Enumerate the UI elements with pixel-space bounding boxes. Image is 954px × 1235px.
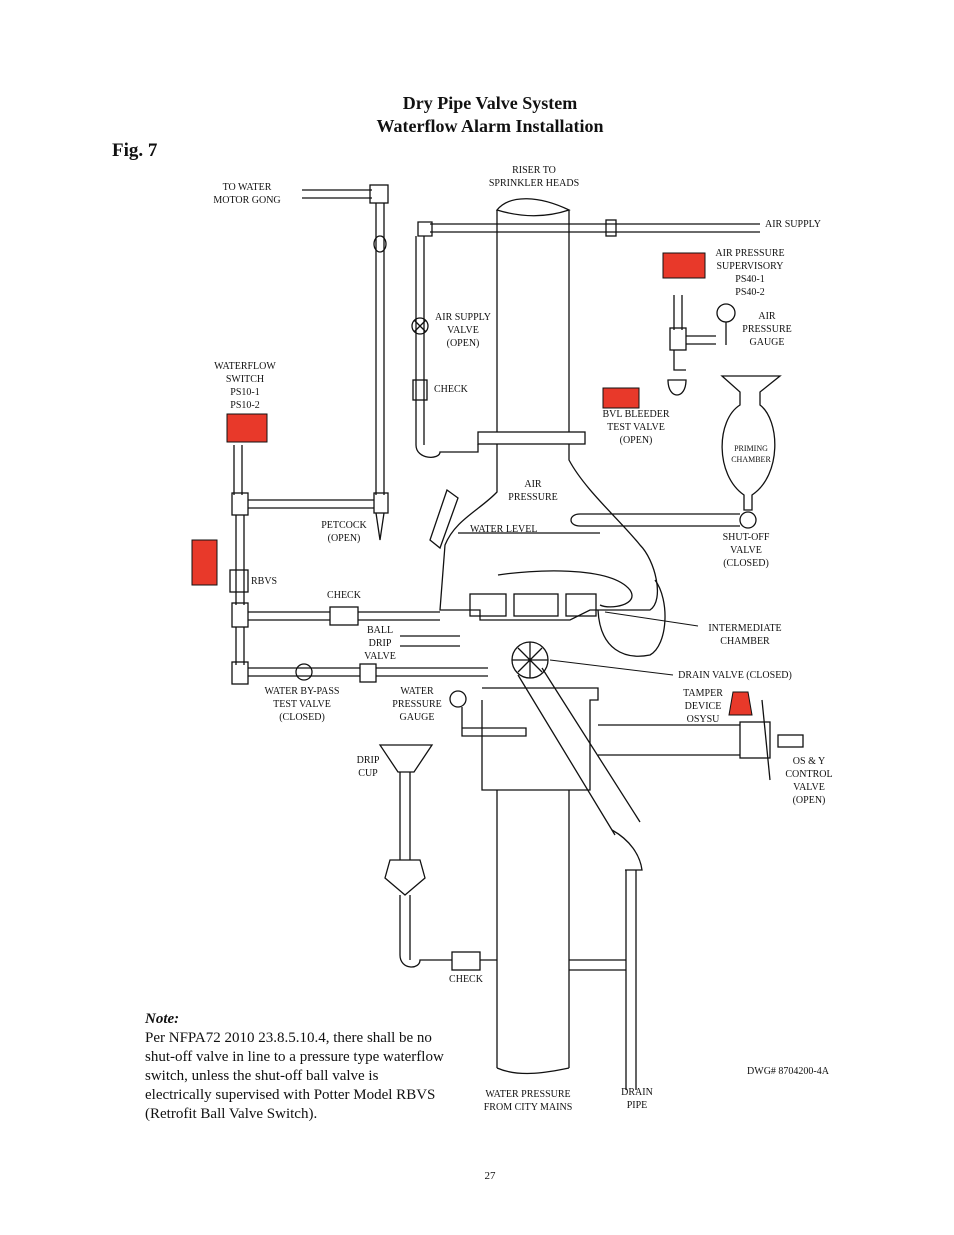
note-body: Per NFPA72 2010 23.8.5.10.4, there shall… xyxy=(145,1030,444,1122)
tamper-device-icon xyxy=(728,691,753,716)
check-mid-icon xyxy=(329,606,359,626)
label-check-mid: CHECK xyxy=(327,590,361,601)
shutoff-valve-icon xyxy=(739,511,757,529)
label-ball-drip-valve: BALL DRIP VALVE xyxy=(364,625,396,662)
bvl-bleeder-valve-icon xyxy=(602,387,640,409)
label-water-bypass: WATER BY-PASS TEST VALVE (CLOSED) xyxy=(264,686,340,723)
title-line-1: Dry Pipe Valve System xyxy=(402,93,578,113)
label-bvl-bleeder: BVL BLEEDER TEST VALVE (OPEN) xyxy=(602,409,670,446)
air-pressure-supervisory-icon xyxy=(662,252,706,279)
check-upper-icon xyxy=(412,379,428,401)
riser-pipe xyxy=(496,210,570,432)
label-shutoff-valve: SHUT-OFF VALVE (CLOSED) xyxy=(722,532,770,569)
intermediate-chamber xyxy=(597,579,666,657)
label-drain-pipe: DRAIN PIPE xyxy=(621,1087,653,1111)
osy-handwheel xyxy=(761,699,771,781)
label-water-pressure-gauge: WATER PRESSURE GAUGE xyxy=(392,686,442,723)
label-air-pressure: AIR PRESSURE xyxy=(508,479,558,503)
label-drip-cup: DRIP CUP xyxy=(356,755,380,779)
installation-note: Note: Per NFPA72 2010 23.8.5.10.4, there… xyxy=(145,1010,445,1124)
label-osy-valve: OS & Y CONTROL VALVE (OPEN) xyxy=(785,756,833,806)
note-title: Note: xyxy=(145,1011,180,1027)
air-gauge-icon xyxy=(716,303,736,323)
label-air-supply: AIR SUPPLY xyxy=(765,219,821,230)
label-air-pressure-supervisory: AIR PRESSURE SUPERVISORY PS40-1 PS40-2 xyxy=(715,248,785,298)
figure-label: Fig. 7 xyxy=(112,140,158,161)
bypass-valve-icon xyxy=(295,663,313,681)
label-air-pressure-gauge: AIR PRESSURE GAUGE xyxy=(742,311,792,348)
rbvs-icon xyxy=(191,539,218,586)
label-check-lower: CHECK xyxy=(449,974,483,985)
petcock-icon xyxy=(375,512,385,541)
label-tamper-device: TAMPER DEVICE OSYSU xyxy=(683,688,723,725)
label-dwg-number: DWG# 8704200-4A xyxy=(747,1066,829,1077)
label-priming-chamber: PRIMING CHAMBER xyxy=(731,444,771,464)
label-check-upper: CHECK xyxy=(434,384,468,395)
label-drain-valve: DRAIN VALVE (CLOSED) xyxy=(678,670,792,681)
label-water-pressure-mains: WATER PRESSURE FROM CITY MAINS xyxy=(483,1089,573,1113)
label-intermediate-chamber: INTERMEDIATE CHAMBER xyxy=(708,623,782,647)
label-riser: RISER TO SPRINKLER HEADS xyxy=(488,165,580,189)
label-air-supply-valve: AIR SUPPLY VALVE (OPEN) xyxy=(435,312,491,349)
air-supply-riser xyxy=(415,236,425,445)
water-gauge-icon xyxy=(449,690,467,708)
label-water-level: WATER LEVEL xyxy=(470,524,538,535)
drain-diagonal xyxy=(517,667,641,836)
riser-top xyxy=(495,198,571,217)
lower-valve-body xyxy=(481,687,599,791)
label-to-water-motor-gong: TO WATER MOTOR GONG xyxy=(213,182,281,206)
check-lower-icon xyxy=(451,951,481,971)
upper-flange xyxy=(477,431,586,445)
drip-cup-icon xyxy=(378,744,434,773)
dry-valve-body xyxy=(439,444,659,621)
title-line-2: Waterflow Alarm Installation xyxy=(376,116,604,136)
label-petcock: PETCOCK (OPEN) xyxy=(321,520,367,544)
page-number: 27 xyxy=(484,1170,496,1182)
gong-pipe xyxy=(302,189,372,199)
air-supply-valve-icon xyxy=(411,317,429,335)
priming-chamber xyxy=(720,375,782,511)
label-rbvs: RBVS xyxy=(251,576,278,587)
air-supply-pipe xyxy=(430,223,760,233)
waterflow-switch-icon xyxy=(226,413,268,443)
label-waterflow-switch: WATERFLOW SWITCH PS10-1 PS10-2 xyxy=(214,361,276,411)
